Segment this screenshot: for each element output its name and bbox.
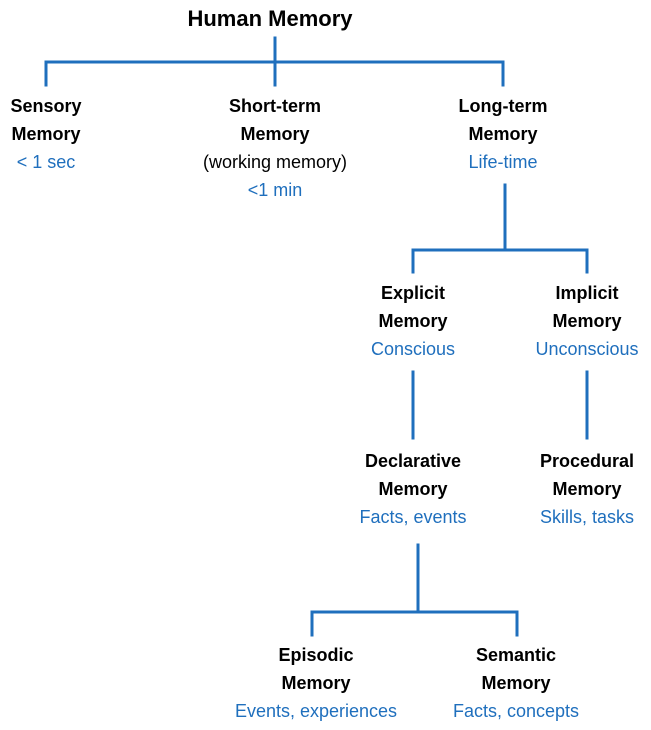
node-shortterm-name-1: Short-term <box>228 96 321 116</box>
node-semantic-memory: Semantic Memory Facts, concepts <box>436 641 596 725</box>
node-implicit-name-1: Implicit <box>555 283 619 303</box>
node-sensory-name-2: Memory <box>11 124 81 144</box>
node-implicit-name-2: Memory <box>552 311 622 331</box>
node-explicit-name-2: Memory <box>378 311 448 331</box>
node-shortterm-name-2: Memory <box>240 124 310 144</box>
node-sensory-duration: < 1 sec <box>16 152 76 172</box>
node-procedural-name-2: Memory <box>552 479 622 499</box>
node-implicit-detail: Unconscious <box>535 339 639 359</box>
node-declarative-name-2: Memory <box>378 479 448 499</box>
node-procedural-detail: Skills, tasks <box>539 507 635 527</box>
node-shortterm-note: (working memory) <box>202 152 348 172</box>
node-semantic-name-2: Memory <box>481 673 551 693</box>
node-longterm-memory: Long-term Memory Life-time <box>433 92 573 176</box>
node-explicit-name-1: Explicit <box>380 283 446 303</box>
node-sensory-name-1: Sensory <box>10 96 82 116</box>
node-shortterm-memory: Short-term Memory (working memory) <1 mi… <box>175 92 375 204</box>
node-sensory-memory: Sensory Memory < 1 sec <box>0 92 96 176</box>
node-semantic-name-1: Semantic <box>475 645 557 665</box>
node-implicit-memory: Implicit Memory Unconscious <box>522 279 651 363</box>
node-episodic-name-1: Episodic <box>278 645 354 665</box>
node-explicit-memory: Explicit Memory Conscious <box>348 279 478 363</box>
node-episodic-detail: Events, experiences <box>234 701 398 721</box>
node-shortterm-duration: <1 min <box>247 180 303 200</box>
node-longterm-name-2: Memory <box>468 124 538 144</box>
node-declarative-detail: Facts, events <box>359 507 467 527</box>
node-longterm-duration: Life-time <box>468 152 538 172</box>
node-semantic-detail: Facts, concepts <box>452 701 580 721</box>
node-procedural-name-1: Procedural <box>539 451 635 471</box>
node-procedural-memory: Procedural Memory Skills, tasks <box>517 447 651 531</box>
node-declarative-name-1: Declarative <box>364 451 462 471</box>
node-longterm-name-1: Long-term <box>458 96 548 116</box>
diagram-title: Human Memory <box>187 6 353 31</box>
node-declarative-memory: Declarative Memory Facts, events <box>338 447 488 531</box>
node-episodic-name-2: Memory <box>281 673 351 693</box>
node-explicit-detail: Conscious <box>370 339 456 359</box>
node-episodic-memory: Episodic Memory Events, experiences <box>211 641 421 725</box>
